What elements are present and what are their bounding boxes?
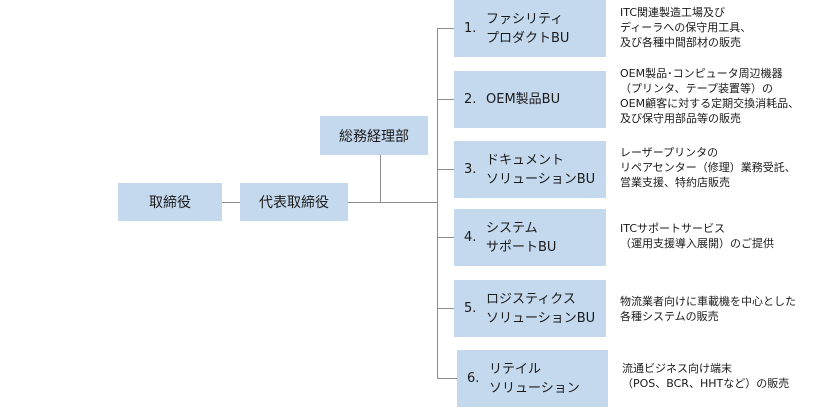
bu-number: 2. xyxy=(464,92,477,107)
desc-line: 営業支援、特約店販売 xyxy=(620,176,730,189)
desc-line: 及び各種中間部材の販売 xyxy=(620,36,741,49)
bu-name: ロジスティクス ソリューションBU xyxy=(486,290,595,328)
bu-node-1: 1. ファシリティ プロダクトBU xyxy=(454,0,606,57)
connector-branch-4 xyxy=(437,237,454,238)
bu-name-line: ソリューションBU xyxy=(486,310,596,326)
connector-trunk xyxy=(437,28,438,379)
bu-name-line: リテイル xyxy=(489,361,542,377)
board-label: 取締役 xyxy=(149,195,191,211)
board-node: 取締役 xyxy=(118,183,222,221)
bu-name-line: システム xyxy=(486,220,538,236)
bu-description-5: 物流業者向けに車載機を中心とした 各種システムの販売 xyxy=(620,294,796,324)
bu-description-2: OEM製品･コンピュータ周辺機器 （プリンタ、テープ装置等）の OEM顧客に対す… xyxy=(620,66,799,126)
bu-name-line: OEM製品BU xyxy=(486,92,561,107)
desc-line: リペアセンター（修理）業務受託、 xyxy=(620,161,796,174)
bu-node-5: 5. ロジスティクス ソリューションBU xyxy=(454,280,606,337)
bu-name-line: プロダクトBU xyxy=(486,30,570,46)
bu-number: 1. xyxy=(464,21,477,36)
bu-description-6: 流通ビジネス向け端末 （POS、BCR、HHTなど）の販売 xyxy=(622,361,789,391)
bu-description-1: ITC関連製造工場及び ディーラへの保守用工具、 及び各種中間部材の販売 xyxy=(620,5,751,50)
desc-line: （プリンタ、テープ装置等）の xyxy=(620,82,774,95)
bu-number: 3. xyxy=(464,162,477,177)
connector-admin xyxy=(380,155,381,202)
president-label: 代表取締役 xyxy=(259,195,329,211)
desc-line: ITC関連製造工場及び xyxy=(620,6,725,19)
connector-branch-2 xyxy=(437,99,454,100)
connector-branch-3 xyxy=(437,169,454,170)
connector-board-president xyxy=(222,202,240,203)
admin-node: 総務経理部 xyxy=(320,116,428,155)
desc-line: OEM製品･コンピュータ周辺機器 xyxy=(620,67,783,80)
bu-node-6: 6. リテイル ソリューション xyxy=(457,350,608,407)
bu-number: 6. xyxy=(467,371,480,386)
desc-line: 各種システムの販売 xyxy=(620,310,719,323)
desc-line: （POS、BCR、HHTなど）の販売 xyxy=(622,377,790,390)
bu-name-line: ドキュメント xyxy=(486,152,565,168)
bu-number: 5. xyxy=(464,301,477,316)
desc-line: 及び保守用部品等の販売 xyxy=(620,112,741,125)
connector-branch-1 xyxy=(437,28,454,29)
bu-description-4: ITCサポートサービス （運用支援導入展開）のご提供 xyxy=(620,221,774,251)
bu-name: ドキュメント ソリューションBU xyxy=(486,151,595,189)
desc-line: ITCサポートサービス xyxy=(620,222,725,235)
desc-line: 物流業者向けに車載機を中心とした xyxy=(620,295,796,308)
bu-name: ファシリティ プロダクトBU xyxy=(486,10,569,48)
bu-description-3: レーザープリンタの リペアセンター（修理）業務受託、 営業支援、特約店販売 xyxy=(620,145,796,190)
bu-name: リテイル ソリューション xyxy=(489,360,580,398)
bu-name-line: ソリューション xyxy=(489,380,580,396)
desc-line: レーザープリンタの xyxy=(620,146,719,159)
desc-line: ディーラへの保守用工具、 xyxy=(620,21,752,34)
desc-line: OEM顧客に対する定期交換消耗品、 xyxy=(620,97,800,110)
bu-node-4: 4. システム サポートBU xyxy=(454,209,606,266)
bu-name: OEM製品BU xyxy=(486,90,560,109)
bu-number: 4. xyxy=(464,230,477,245)
president-node: 代表取締役 xyxy=(240,183,348,221)
bu-name-line: サポートBU xyxy=(486,239,557,255)
connector-branch-5 xyxy=(437,308,454,309)
connector-branch-6 xyxy=(437,378,457,379)
bu-name-line: ロジスティクス xyxy=(486,291,576,307)
bu-node-3: 3. ドキュメント ソリューションBU xyxy=(454,141,606,198)
admin-label: 総務経理部 xyxy=(339,128,409,145)
bu-name-line: ソリューションBU xyxy=(486,171,596,187)
desc-line: 流通ビジネス向け端末 xyxy=(622,362,732,375)
bu-name: システム サポートBU xyxy=(486,219,556,257)
bu-node-2: 2. OEM製品BU xyxy=(454,71,606,128)
desc-line: （運用支援導入展開）のご提供 xyxy=(620,237,774,250)
bu-name-line: ファシリティ xyxy=(486,11,564,27)
connector-president-bus xyxy=(348,202,438,203)
